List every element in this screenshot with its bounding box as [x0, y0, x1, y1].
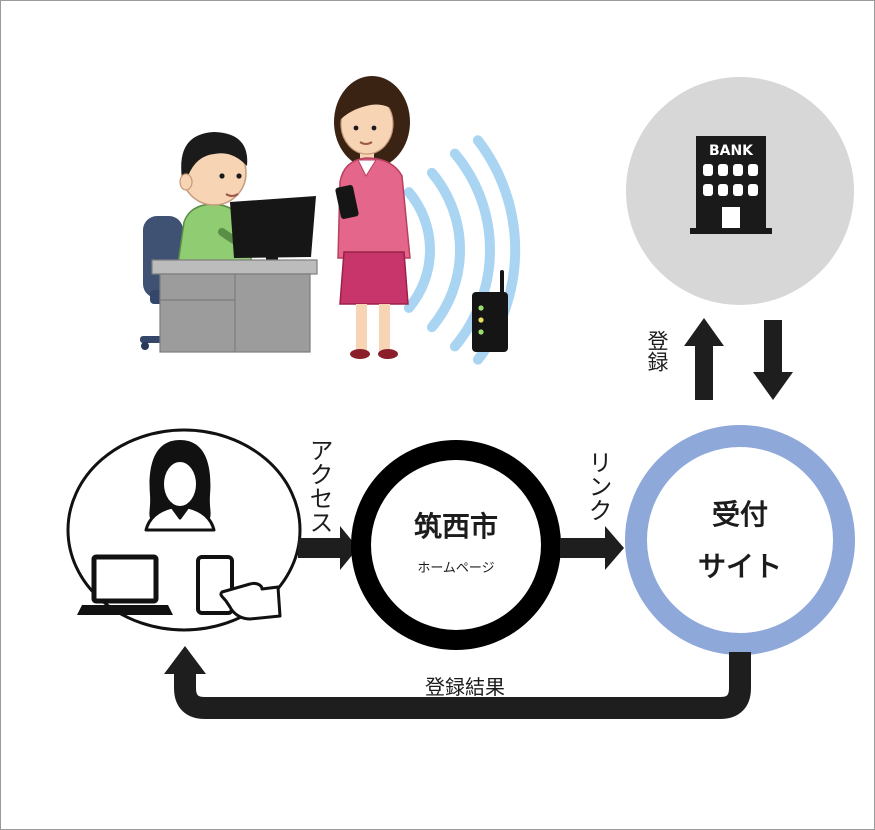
user-avatar-icon [144, 440, 216, 532]
registration-result-label: 登録結果 [425, 675, 505, 699]
computer-monitor-icon [230, 196, 316, 263]
wifi-wave-2 [426, 167, 465, 333]
woman-with-smartphone [334, 76, 411, 359]
register-label: 登録 [645, 330, 669, 372]
man-at-computer [177, 132, 256, 265]
bank-sign-label: BANK [709, 143, 754, 159]
arrow-right-icon [298, 526, 358, 570]
laptop-icon [77, 554, 173, 615]
arrow-down-icon [753, 320, 793, 400]
link-label: リンク [584, 450, 612, 522]
city-subtitle: ホームページ [417, 561, 494, 576]
city-homepage-circle [351, 440, 561, 650]
reception-title-line1: 受付 [712, 498, 768, 531]
wifi-wave-3 [449, 148, 495, 352]
tablet-touch-icon [196, 555, 282, 621]
wifi-router-icon [472, 270, 508, 352]
access-label: アクセス [305, 438, 333, 534]
bank-building-icon: BANK [690, 136, 772, 234]
wifi-wave-1 [403, 187, 435, 313]
office-workers-illustration [140, 76, 521, 365]
arrow-up-icon [684, 318, 724, 400]
office-desk-icon [151, 259, 318, 353]
hand-icon [219, 581, 282, 621]
arrow-right-icon [560, 526, 624, 570]
reception-site-circle [625, 425, 855, 655]
reception-title-line2: サイト [698, 550, 782, 583]
smartphone-icon [335, 185, 359, 219]
return-arrow-icon [164, 646, 751, 719]
city-title: 筑西市 [414, 510, 498, 543]
